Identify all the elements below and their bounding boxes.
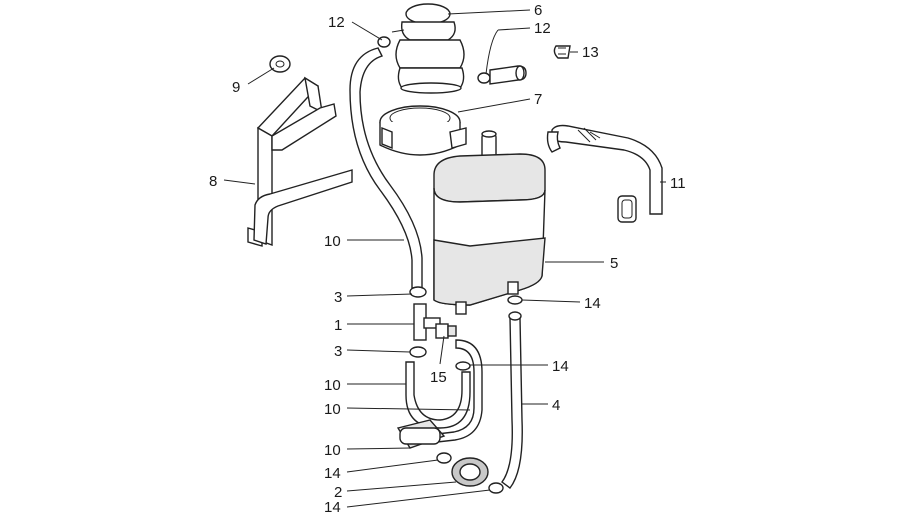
callout-14-mid-right: 14 — [552, 358, 569, 375]
part-5-canister — [433, 130, 546, 315]
callout-3-lower: 3 — [334, 343, 342, 360]
part-7-clamp-ring — [379, 105, 467, 156]
callout-12-top-right: 12 — [534, 20, 551, 37]
part-8-bracket — [247, 76, 353, 247]
callout-4: 4 — [552, 397, 560, 414]
callout-12-top-left: 12 — [328, 14, 345, 31]
part-15-valve — [435, 323, 457, 339]
short-hose — [489, 65, 527, 85]
part-9-nut — [269, 55, 291, 73]
callout-7: 7 — [534, 91, 542, 108]
callout-8: 8 — [209, 173, 217, 190]
callout-14-bottom: 14 — [324, 499, 341, 514]
callout-9: 9 — [232, 79, 240, 96]
part-13-clip — [553, 45, 571, 59]
part-10-long-hose — [349, 47, 423, 289]
callout-14-lower: 14 — [324, 465, 341, 482]
part-10-loop-hoses — [405, 339, 483, 445]
callout-13: 13 — [582, 44, 599, 61]
leader-lines — [223, 9, 666, 508]
callout-10-upper: 10 — [324, 233, 341, 250]
part-4-hose — [501, 295, 523, 489]
callout-2: 2 — [334, 484, 342, 501]
callout-15: 15 — [430, 369, 447, 386]
callout-10-lower: 10 — [324, 401, 341, 418]
callout-numbers: 12 6 12 13 9 7 8 11 10 5 3 14 1 3 15 14 … — [209, 2, 686, 514]
part-6-reservoir — [391, 3, 465, 94]
callout-14-upper-right: 14 — [584, 295, 601, 312]
part-11-strap — [546, 124, 663, 223]
callout-3-upper: 3 — [334, 289, 342, 306]
callout-11: 11 — [670, 175, 686, 192]
callout-10-middle: 10 — [324, 377, 341, 394]
callout-6: 6 — [534, 2, 542, 19]
part-1-tee — [413, 303, 441, 341]
callout-5: 5 — [610, 255, 618, 272]
callout-1: 1 — [334, 317, 342, 334]
part-2-filter — [396, 419, 504, 494]
callout-10-bottom: 10 — [324, 442, 341, 459]
